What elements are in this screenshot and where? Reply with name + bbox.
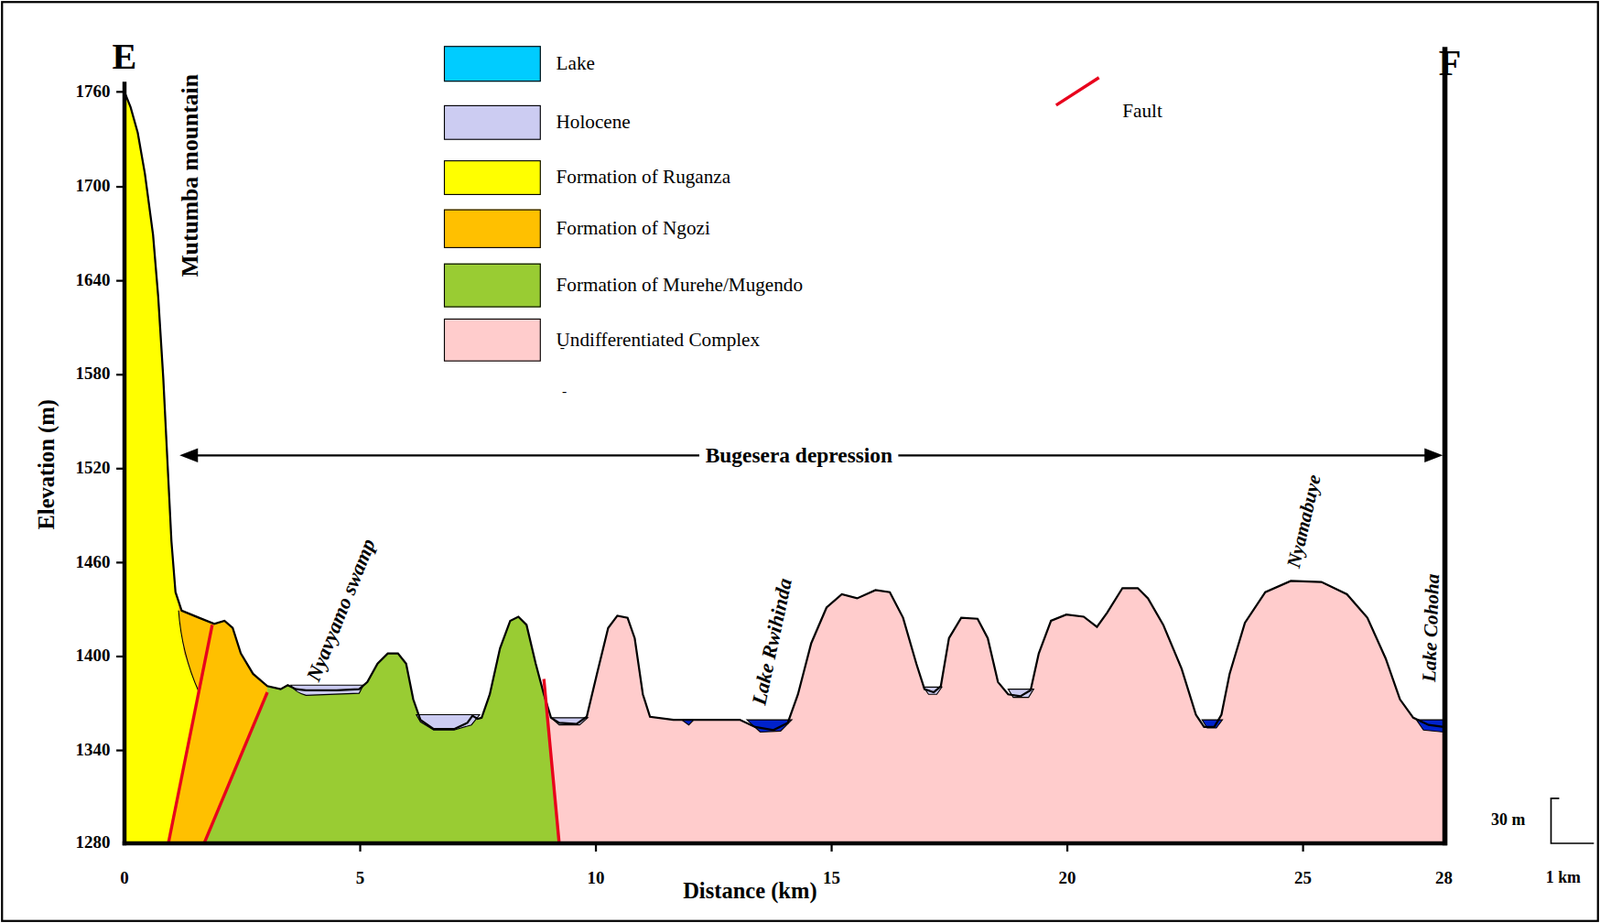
undifferentiated-complex <box>543 510 1460 844</box>
legend-text: Holocene <box>556 111 631 133</box>
region-label: Bugesera depression <box>699 443 899 467</box>
legend-text: Formation of Ngozi <box>556 217 711 239</box>
tick-mark <box>830 843 833 852</box>
y-ticks <box>116 91 125 750</box>
axis-title: Distance (km) <box>682 878 817 904</box>
legend-text: Undifferentiated Complex <box>556 329 761 351</box>
tick-mark <box>116 280 125 282</box>
tick-mark <box>1066 843 1069 852</box>
axes <box>116 46 1448 852</box>
hill-label: Nyamabuye <box>1283 472 1326 570</box>
tick-label: 20 <box>1059 869 1077 889</box>
section-end-label: F <box>1438 43 1462 84</box>
tick-mark <box>116 90 125 93</box>
tick-mark <box>116 561 125 563</box>
scale-bar <box>1550 798 1594 844</box>
tick-label: 10 <box>587 869 606 889</box>
lakes <box>681 719 1445 732</box>
tick-label: 25 <box>1294 869 1312 889</box>
fault-line <box>168 624 213 844</box>
legend-text: Formation of Murehe/Mugendo <box>556 274 803 296</box>
stray-mark: - <box>562 382 567 399</box>
tick-mark <box>1301 843 1304 852</box>
tick-label: 1580 <box>75 365 110 385</box>
right-border-axis <box>1442 46 1449 845</box>
arrowhead <box>1424 448 1443 464</box>
section-end-label: E <box>112 36 138 77</box>
tick-label: 5 <box>356 869 365 889</box>
mountain-label: Mutumba mountain <box>176 74 203 278</box>
legend-swatch <box>443 160 541 195</box>
tick-label: 15 <box>822 869 841 889</box>
legend-swatch <box>443 45 541 82</box>
legend-text: Fault <box>1122 100 1163 122</box>
arrowhead <box>179 448 198 464</box>
tick-mark <box>116 748 125 751</box>
legend-swatch <box>443 105 541 141</box>
tick-mark <box>116 655 125 658</box>
tick-label: 1760 <box>75 82 110 102</box>
lake-label: Lake Cohoha <box>1418 572 1444 682</box>
legend-text: Lake <box>556 53 595 75</box>
tick-label: 1280 <box>75 833 110 854</box>
scale-label: 30 m <box>1491 810 1525 830</box>
legend-line-sample <box>1056 77 1100 106</box>
scale-label: 1 km <box>1545 867 1581 887</box>
legend-swatch <box>443 209 541 249</box>
formations <box>101 41 1460 844</box>
tick-mark <box>116 373 125 376</box>
tick-label: 0 <box>119 869 129 889</box>
scale-bracket <box>1550 798 1594 844</box>
tick-mark <box>594 843 597 852</box>
topographic-profile <box>124 91 1444 730</box>
legend-swatch <box>443 318 541 362</box>
tick-mark <box>116 467 125 470</box>
holocene-deposits <box>291 684 1035 730</box>
swamp-label: Nyavyamo swamp <box>302 535 380 685</box>
contact-line <box>178 610 199 692</box>
tick-mark <box>358 843 361 852</box>
x-ticks <box>360 843 1304 852</box>
tick-label: 1700 <box>75 177 110 197</box>
fault-line <box>204 691 268 844</box>
y-axis <box>122 81 127 845</box>
tick-mark <box>116 185 125 188</box>
x-axis <box>122 841 1448 845</box>
axis-title: Elevation (m) <box>34 399 60 530</box>
legend-text: Formation of Ruganza <box>556 166 732 188</box>
tick-label: 1340 <box>75 740 110 760</box>
lake-label: Lake Rwihinda <box>746 575 796 707</box>
tick-label: 1640 <box>75 270 110 291</box>
tick-label: 1460 <box>75 552 110 573</box>
legend-swatch <box>443 263 541 308</box>
tick-label: 1520 <box>75 458 110 478</box>
fault-line <box>543 679 560 844</box>
tick-label: 1400 <box>75 647 110 667</box>
tick-label: 28 <box>1435 869 1453 889</box>
faults <box>168 624 560 844</box>
